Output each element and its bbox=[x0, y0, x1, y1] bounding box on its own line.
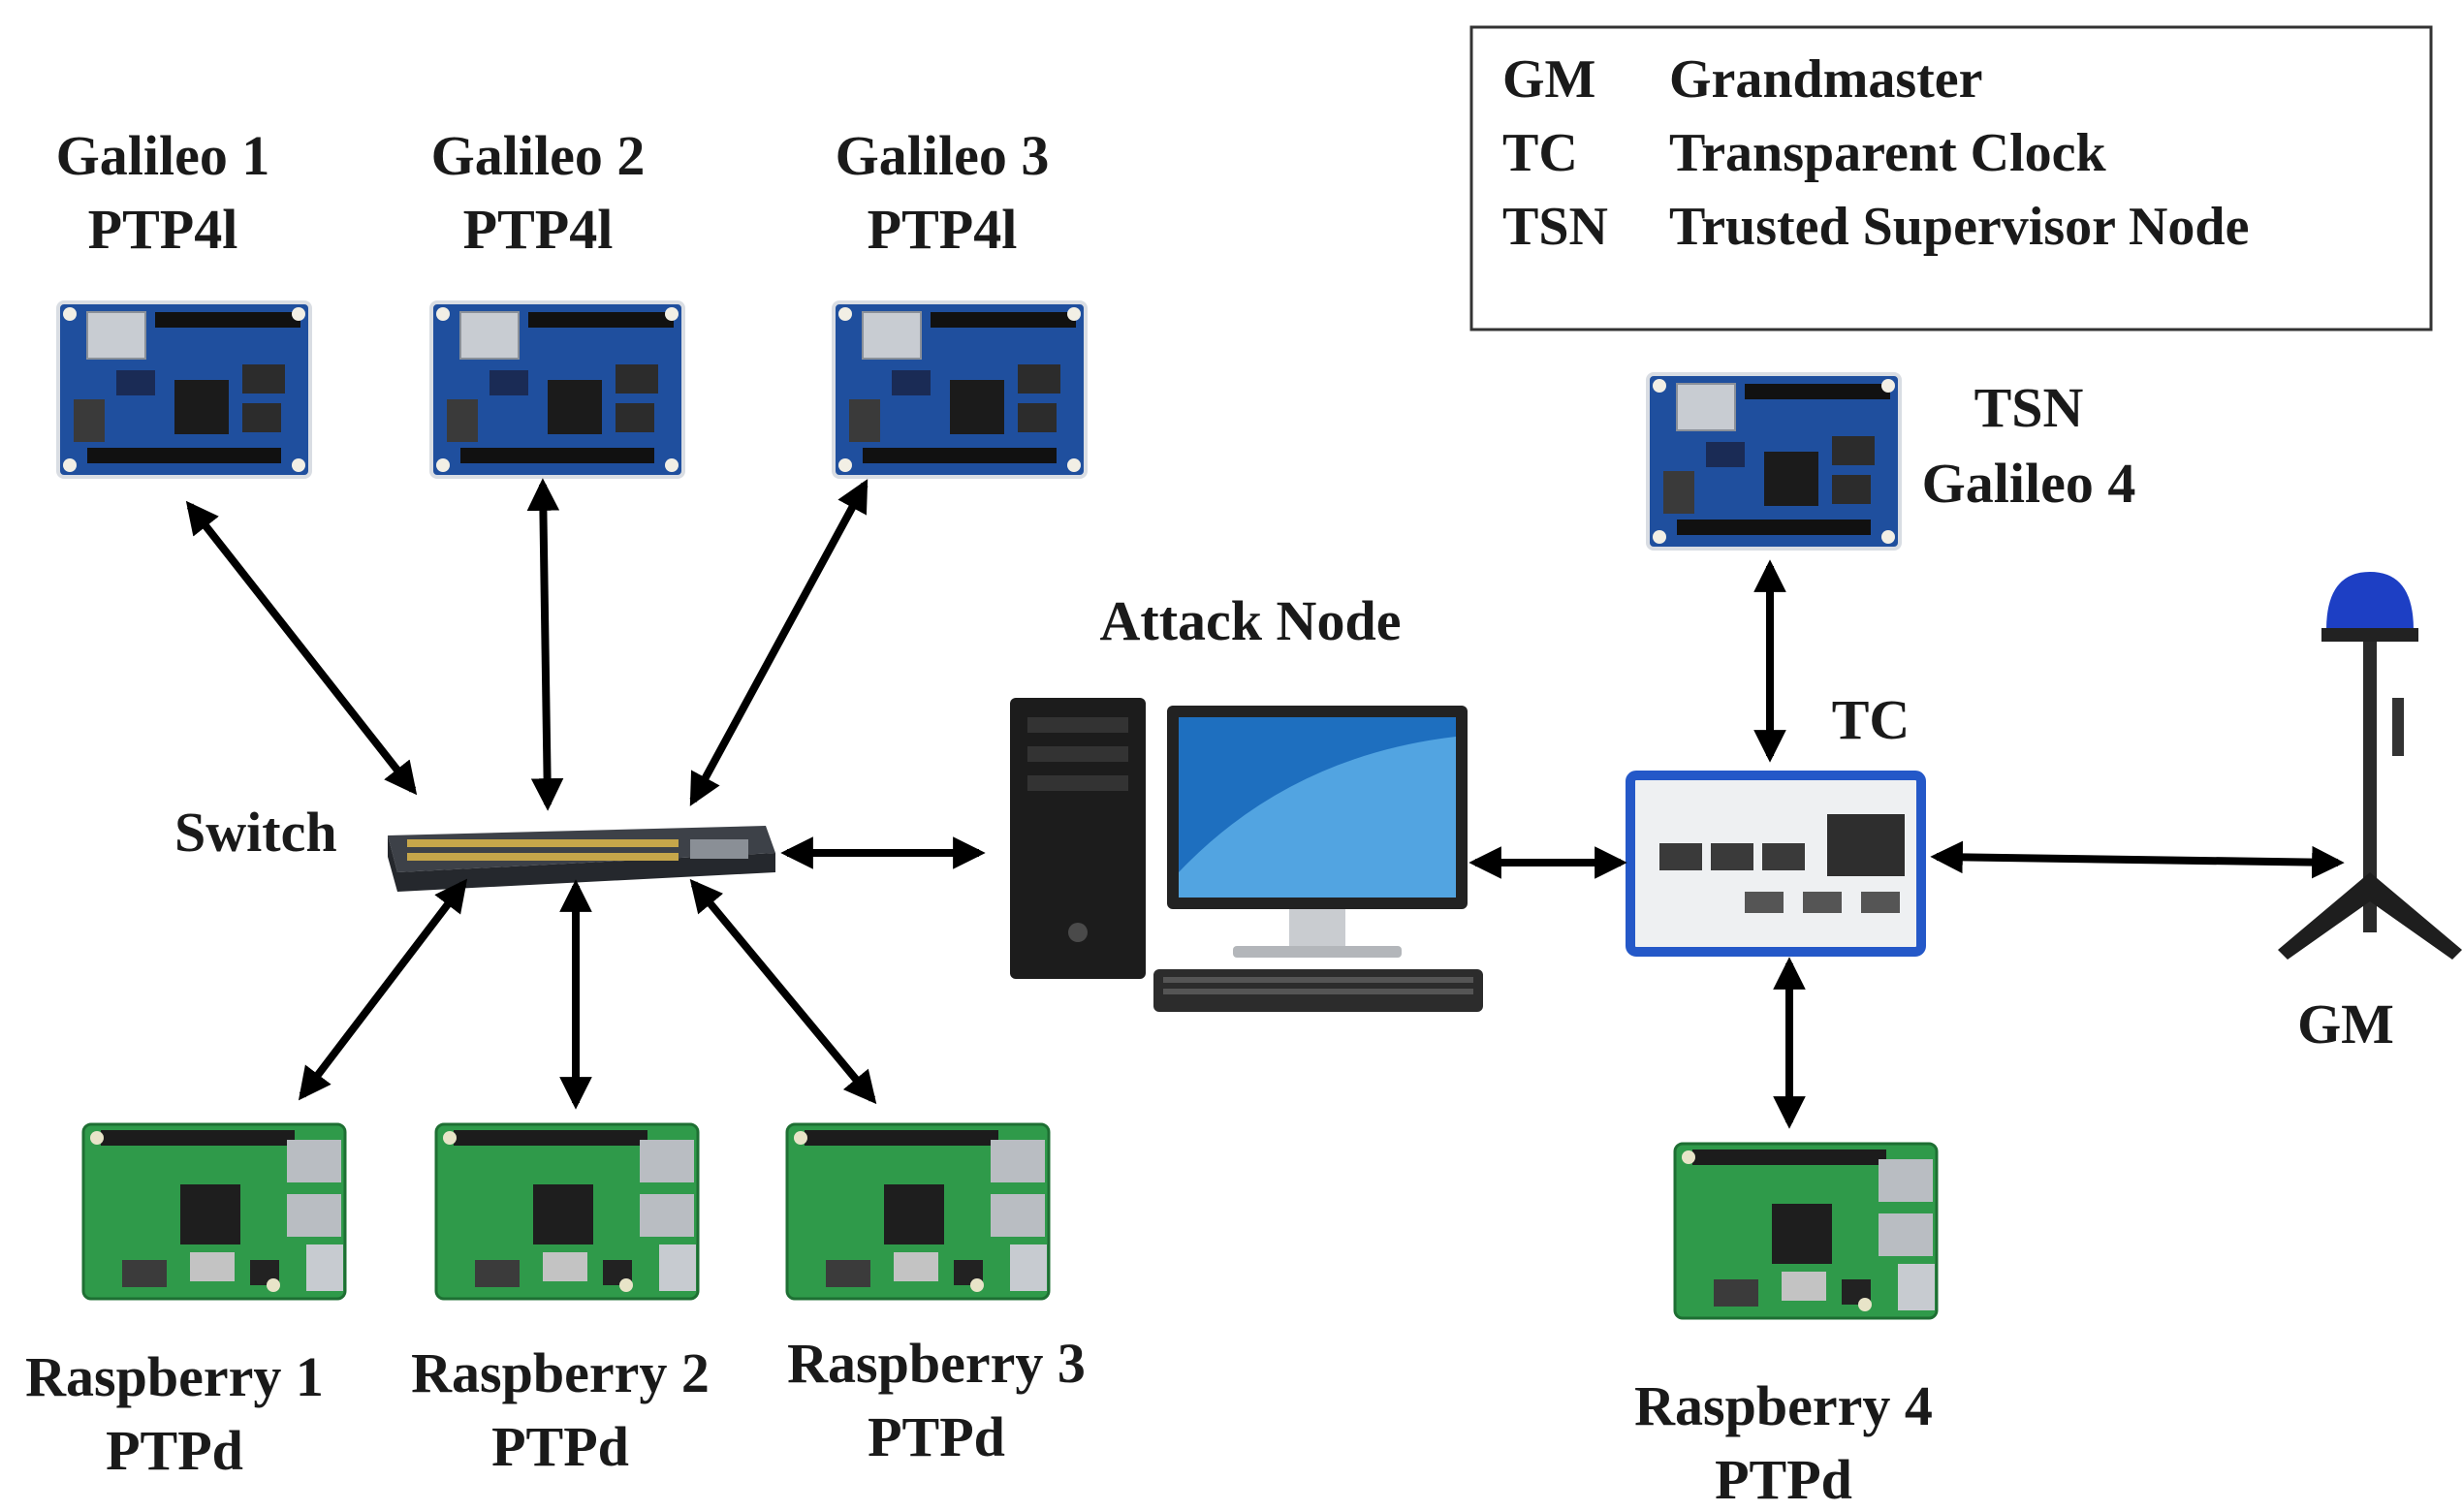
raspberry4-board bbox=[1673, 1142, 1939, 1320]
galileo1-name: Galileo 1 bbox=[56, 124, 270, 187]
galileo1-board bbox=[56, 300, 312, 479]
link-galileo2-switch bbox=[526, 478, 564, 811]
raspberry2-board bbox=[434, 1122, 700, 1301]
tc-label: TC bbox=[1832, 688, 1910, 751]
link-switch-raspberry1 bbox=[298, 878, 468, 1101]
link-tc-gm bbox=[1930, 840, 2345, 879]
raspberry2-software: PTPd bbox=[491, 1415, 629, 1478]
galileo2-name: Galileo 2 bbox=[431, 124, 646, 187]
legend-meaning-gm: Grandmaster bbox=[1669, 49, 1983, 110]
switch-label: Switch bbox=[174, 801, 337, 864]
raspberry4-name: Raspberry 4 bbox=[1634, 1374, 1933, 1437]
galileo3-name: Galileo 3 bbox=[836, 124, 1050, 187]
attack-node-computer bbox=[1010, 698, 1483, 1012]
raspberry3-software: PTPd bbox=[868, 1405, 1005, 1468]
galileo4-name: Galileo 4 bbox=[1922, 452, 2136, 515]
legend-abbr-tc: TC bbox=[1502, 123, 1578, 183]
galileo2-software: PTP4l bbox=[463, 198, 614, 261]
attack-node-label: Attack Node bbox=[1100, 589, 1402, 652]
legend-abbr-tsn: TSN bbox=[1502, 197, 1608, 257]
link-switch-raspberry3 bbox=[689, 878, 877, 1105]
raspberry3-board bbox=[785, 1122, 1051, 1301]
galileo3-board bbox=[832, 300, 1088, 479]
galileo2-board bbox=[429, 300, 685, 479]
link-galileo3-switch bbox=[689, 479, 868, 806]
raspberry2-name: Raspberry 2 bbox=[411, 1341, 710, 1404]
raspberry1-name: Raspberry 1 bbox=[25, 1345, 324, 1408]
gm-label: GM bbox=[2297, 992, 2394, 1055]
galileo4-role: TSN bbox=[1974, 376, 2084, 439]
connections bbox=[185, 478, 2345, 1129]
legend-meaning-tc: Transparent Clock bbox=[1669, 123, 2106, 183]
legend-box bbox=[1469, 25, 2433, 331]
legend-meaning-tsn: Trusted Supervisor Node bbox=[1669, 197, 2249, 257]
galileo4-board bbox=[1646, 372, 1902, 551]
switch-ports bbox=[407, 839, 679, 861]
legend: GM Grandmaster TC Transparent Clock TSN … bbox=[1469, 25, 2433, 331]
raspberry1-software: PTPd bbox=[106, 1419, 243, 1482]
raspberry3-name: Raspberry 3 bbox=[787, 1332, 1086, 1395]
tower bbox=[1010, 698, 1146, 979]
galileo1-software: PTP4l bbox=[88, 198, 238, 261]
legend-abbr-gm: GM bbox=[1502, 49, 1595, 110]
galileo3-software: PTP4l bbox=[868, 198, 1018, 261]
transparent-clock-device bbox=[1626, 771, 1926, 957]
raspberry4-software: PTPd bbox=[1715, 1448, 1852, 1511]
link-galileo1-switch bbox=[185, 500, 418, 796]
grandmaster-device bbox=[2278, 572, 2462, 960]
network-switch bbox=[388, 826, 775, 892]
raspberry1-board bbox=[81, 1122, 347, 1301]
